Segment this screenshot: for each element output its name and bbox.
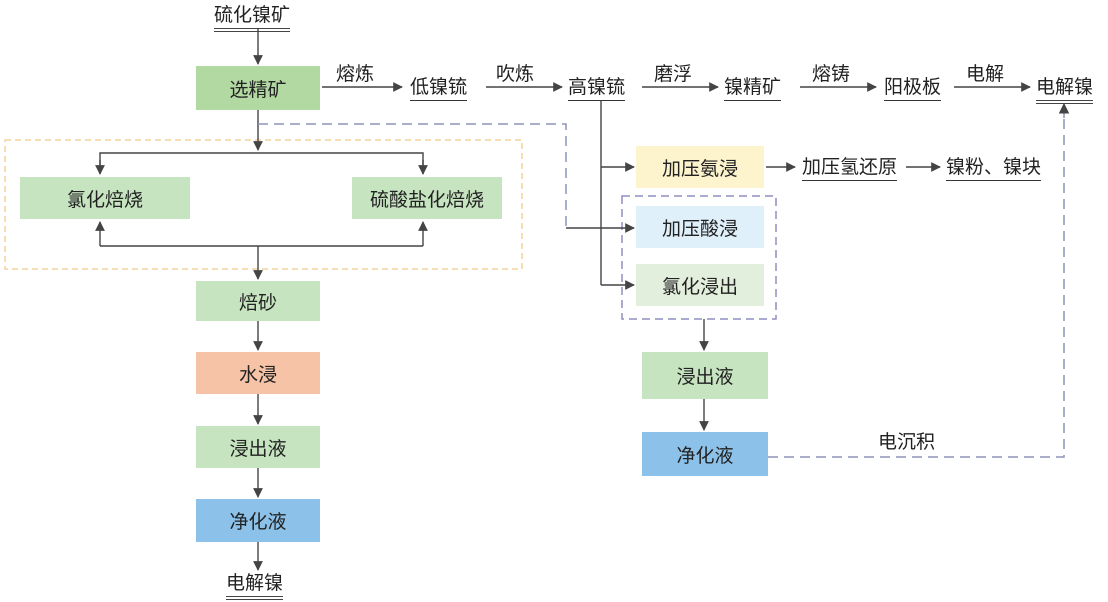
edge-label-grinding-flotation: 磨浮 bbox=[654, 63, 693, 85]
node-water-leach: 水浸 bbox=[196, 352, 320, 394]
roasting-group-border bbox=[4, 139, 523, 270]
dashed-electrowinning-path bbox=[768, 106, 1065, 458]
node-high-matte: 高镍锍 bbox=[568, 76, 626, 101]
edge-label-smelting: 熔炼 bbox=[336, 63, 375, 85]
node-concentrate: 选精矿 bbox=[196, 66, 320, 110]
edge-label-electrolysis: 电解 bbox=[966, 63, 1005, 85]
edge-label-converting: 吹炼 bbox=[496, 63, 535, 85]
node-nickel-powder: 镍粉、镍块 bbox=[946, 156, 1042, 181]
node-chloride-roast: 氯化焙烧 bbox=[20, 177, 190, 219]
node-chlorine-leach: 氯化浸出 bbox=[636, 264, 764, 306]
node-sulfate-roast: 硫酸盐化焙烧 bbox=[352, 177, 502, 219]
node-purified-liquor-left: 净化液 bbox=[196, 499, 320, 542]
node-acid-leach: 加压酸浸 bbox=[636, 206, 764, 248]
node-anode: 阳极板 bbox=[884, 76, 942, 101]
edge-label-casting: 熔铸 bbox=[812, 63, 851, 85]
node-leach-liquor-right: 浸出液 bbox=[642, 352, 768, 399]
node-nickel-concentrate: 镍精矿 bbox=[724, 76, 782, 101]
leaching-group-border bbox=[621, 195, 777, 320]
node-calcine: 焙砂 bbox=[196, 281, 320, 321]
dashed-concentrate-to-acid-leach bbox=[258, 123, 567, 228]
node-leach-liquor-left: 浸出液 bbox=[196, 426, 320, 468]
node-electro-nickel-right: 电解镍 bbox=[1036, 76, 1094, 104]
edge-label-electrowinning: 电沉积 bbox=[878, 431, 936, 453]
node-ammonia-leach: 加压氨浸 bbox=[636, 146, 764, 188]
node-ore: 硫化镍矿 bbox=[214, 4, 291, 32]
node-h2-reduction: 加压氢还原 bbox=[802, 156, 898, 181]
node-purified-liquor-right: 净化液 bbox=[642, 432, 768, 476]
node-electro-nickel-left: 电解镍 bbox=[226, 572, 284, 600]
node-low-matte: 低镍锍 bbox=[410, 76, 468, 101]
split-to-roasts bbox=[99, 152, 424, 171]
